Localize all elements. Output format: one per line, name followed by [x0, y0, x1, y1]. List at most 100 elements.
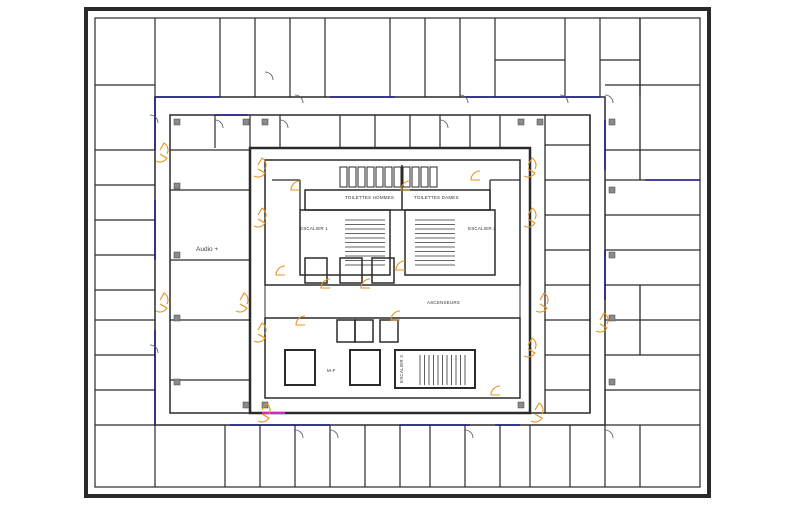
door-swing	[253, 168, 266, 178]
pillar	[608, 251, 616, 259]
pillar	[242, 401, 250, 409]
door-swing	[159, 142, 169, 155]
elevator-shaft	[339, 257, 363, 284]
door-swing	[257, 413, 270, 423]
pillar	[173, 251, 181, 259]
door-swing	[470, 170, 481, 181]
label-toilettes-hommes: TOILETTES HOMMES	[345, 195, 394, 200]
toilet-stall	[429, 166, 438, 188]
elevator-shaft	[371, 257, 395, 284]
corridor-accents	[154, 96, 700, 426]
office-door-swing	[604, 94, 614, 104]
door-swing	[257, 207, 267, 220]
office-door-swing	[214, 119, 224, 129]
pillar	[536, 118, 544, 126]
stair-2-enclosure	[404, 209, 496, 276]
label-escalier-3: ESCALIER 3	[399, 355, 404, 383]
door-swing	[523, 218, 536, 228]
door-swing	[523, 348, 536, 358]
door-swing	[290, 180, 301, 191]
label-ascenseurs: ASCENSEURS	[427, 300, 460, 305]
office-door-swing	[439, 119, 449, 129]
exterior-wall	[84, 7, 711, 498]
door-swing	[527, 337, 537, 350]
door-swing	[490, 385, 501, 396]
office-door-swing	[559, 94, 569, 104]
office-door-swing	[279, 119, 289, 129]
office-door-swing	[294, 429, 304, 439]
toilet-stall	[402, 166, 411, 188]
toilet-stall	[357, 166, 366, 188]
walls	[84, 7, 711, 498]
core-lower	[264, 317, 521, 399]
pillar	[242, 118, 250, 126]
toilet-stall	[339, 166, 348, 188]
office-door-swing	[604, 429, 614, 439]
door-swing	[539, 292, 549, 305]
office-door-swing	[459, 94, 469, 104]
toilet-stall	[393, 166, 402, 188]
door-swing	[159, 292, 169, 305]
door-swing	[155, 153, 168, 163]
pillar	[517, 118, 525, 126]
perimeter-wall	[94, 17, 701, 488]
office-door-swing	[149, 344, 159, 354]
door-swing	[257, 157, 267, 170]
pillar	[173, 314, 181, 322]
toilet-stall	[420, 166, 429, 188]
pillar	[261, 118, 269, 126]
toilet-block	[304, 189, 491, 211]
office-door-swing	[149, 114, 159, 124]
door-swing	[395, 260, 406, 271]
door-swing	[527, 207, 537, 220]
stairs	[345, 219, 466, 385]
door-swing	[535, 303, 548, 313]
door-swing	[390, 310, 401, 321]
toilet-stall	[411, 166, 420, 188]
pillar	[608, 118, 616, 126]
pillar	[173, 378, 181, 386]
door-swing	[253, 333, 266, 343]
door-swing	[257, 322, 267, 335]
toilet-stall	[366, 166, 375, 188]
door-swing	[295, 315, 306, 326]
door-swing	[261, 402, 271, 415]
pillar	[608, 314, 616, 322]
pillar	[173, 182, 181, 190]
pillar	[608, 378, 616, 386]
door-swing	[527, 157, 537, 170]
stair-1-enclosure	[299, 209, 391, 276]
elevator-shaft	[304, 257, 328, 284]
toilet-stall	[384, 166, 393, 188]
label-escalier-1: ESCALIER 1	[300, 226, 328, 231]
door-swing	[400, 180, 411, 191]
door-swing	[534, 402, 544, 415]
door-swing	[253, 218, 266, 228]
elevator-shaft	[336, 319, 356, 343]
stair-3-enclosure	[394, 349, 476, 389]
door-swing	[320, 278, 331, 289]
elevator-shaft	[354, 319, 374, 343]
office-door-swing	[329, 429, 339, 439]
label-mf: M-F	[327, 368, 336, 373]
doors	[149, 71, 614, 439]
toilet-stall	[348, 166, 357, 188]
office-door-swing	[294, 94, 304, 104]
door-swing	[155, 303, 168, 313]
pillar	[608, 186, 616, 194]
door-swing	[275, 265, 286, 276]
label-audio: Audio +	[196, 246, 218, 253]
label-toilettes-dames: TOILETTES DAMES	[414, 195, 459, 200]
door-swing	[523, 168, 536, 178]
elevator-shaft	[284, 349, 316, 386]
label-escalier-2: ESCALIER 2	[468, 226, 496, 231]
pillar	[517, 401, 525, 409]
door-swing	[530, 413, 543, 423]
elevator-shaft	[349, 349, 381, 386]
door-swing	[235, 303, 248, 313]
door-swing	[360, 278, 371, 289]
door-swing	[595, 323, 608, 333]
core-wall	[248, 146, 532, 415]
toilet-stall	[375, 166, 384, 188]
